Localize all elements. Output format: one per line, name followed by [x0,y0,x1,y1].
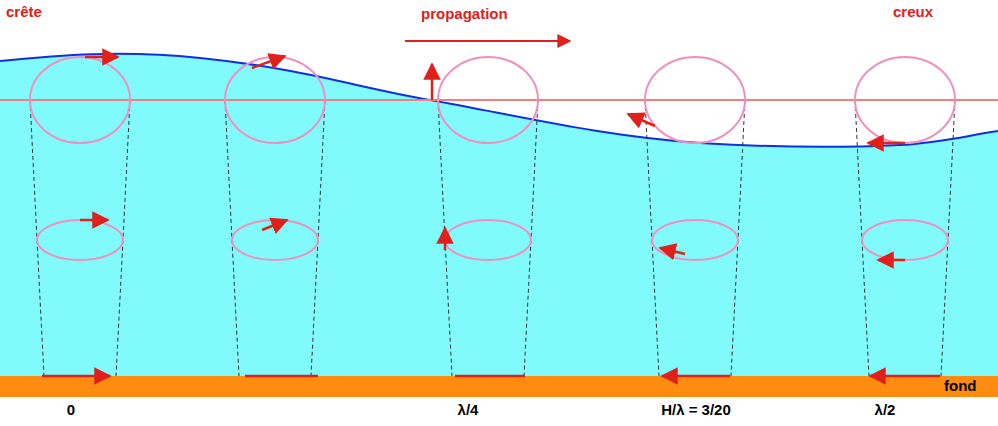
particle-velocity-arrow [431,64,434,100]
position-label: 0 [67,402,75,419]
mean-level-line [0,99,998,101]
surface-orbit [645,57,745,143]
surface-orbit [438,57,538,143]
surface-orbit [855,57,955,143]
orbit-group [30,56,955,376]
particle-velocity-arrow [868,142,905,145]
particle-velocity-arrow [262,220,287,230]
propagation-arrow [405,40,570,42]
particle-velocity-arrow [80,219,108,222]
particle-velocity-arrow [42,375,110,378]
position-label: λ/4 [458,402,479,419]
floor-label: fond [944,378,976,395]
particle-velocity-arrow [870,375,940,378]
mid-orbit [862,220,948,260]
particle-velocity-arrow [252,56,285,68]
mid-orbit [445,220,531,260]
surface-orbit [30,57,130,143]
position-label: H/λ = 3/20 [661,402,731,419]
mid-orbit [232,220,318,260]
wave-part-label: crête [6,4,42,21]
particle-velocity-arrow [85,56,118,59]
mid-orbit [37,220,123,260]
particle-velocity-arrow [628,114,655,126]
water-surface [0,54,998,147]
wave-part-label: propagation [421,6,508,23]
particle-velocity-arrow [878,259,905,262]
position-label: λ/2 [875,402,896,419]
mid-orbit [652,220,738,260]
wave-part-label: creux [893,4,933,21]
particle-velocity-arrow [444,228,447,250]
surface-orbit [225,57,325,143]
particle-velocity-arrow [660,248,685,254]
particle-velocity-arrow [245,375,318,378]
water-body [0,54,998,376]
sea-floor [0,376,998,397]
particle-velocity-arrow [662,375,730,378]
depth-guide [438,100,452,376]
particle-velocity-arrow [455,375,525,378]
